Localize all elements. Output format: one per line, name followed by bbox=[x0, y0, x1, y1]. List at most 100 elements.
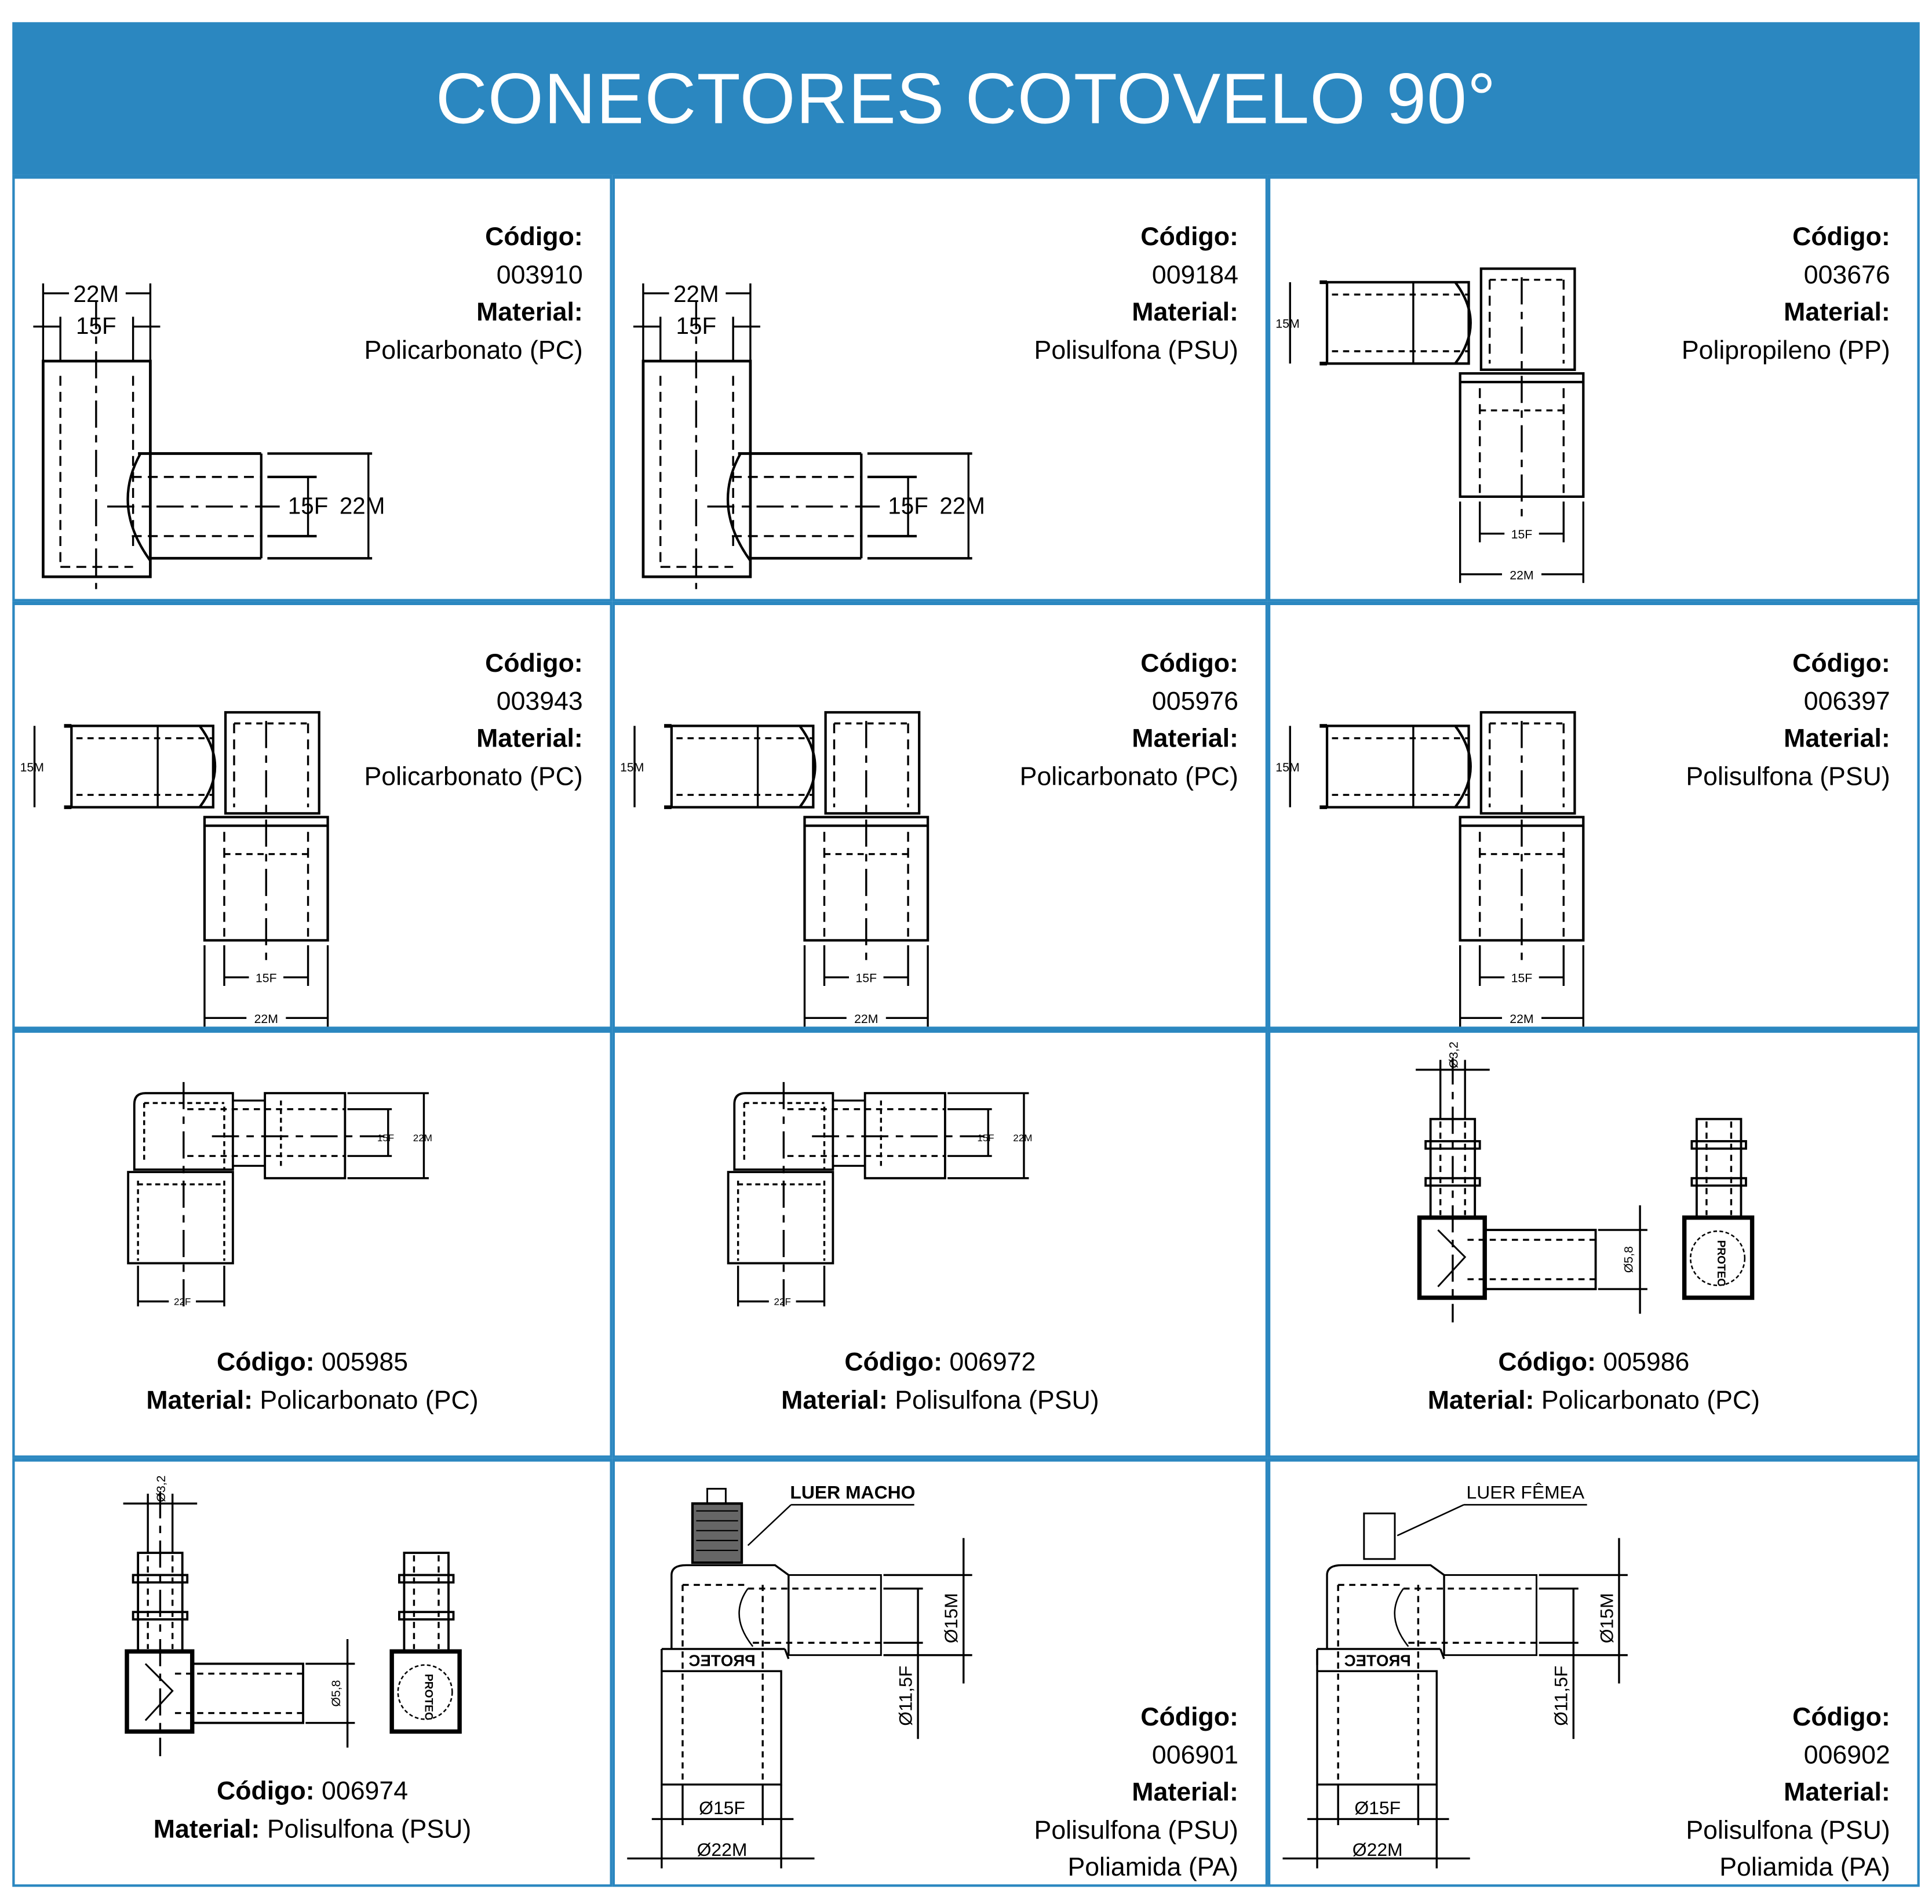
code-label: Código: bbox=[844, 1348, 942, 1377]
material-value: Poliamida (PA) bbox=[1719, 1854, 1890, 1883]
drawing-outline bbox=[398, 1611, 455, 1621]
material-label: Material: bbox=[146, 1386, 253, 1415]
drawing-outline bbox=[224, 711, 320, 815]
dimension-label: 22M bbox=[1510, 1012, 1533, 1026]
drawing-path bbox=[133, 1092, 234, 1171]
code-label: Código: bbox=[216, 1777, 315, 1806]
drawing-outline bbox=[191, 1662, 304, 1724]
dimension-label: 15F bbox=[288, 493, 329, 519]
drawing-outline bbox=[1483, 1229, 1597, 1291]
dimension-label: 15F bbox=[76, 312, 116, 339]
code-label: Código: bbox=[1792, 223, 1890, 252]
drawing-outline bbox=[691, 1502, 743, 1564]
luer-callout: LUER FÊMEA bbox=[1467, 1482, 1585, 1503]
code-value: 006972 bbox=[949, 1348, 1036, 1377]
code-value: 005976 bbox=[1151, 687, 1238, 716]
dimension-label: 15F bbox=[676, 312, 717, 339]
drawing-line bbox=[1439, 1648, 1445, 1659]
logo-text: PROTEC bbox=[422, 1674, 435, 1720]
dimension-label: Ø5,8 bbox=[329, 1680, 343, 1706]
page-title: CONECTORES COTOVELO 90° bbox=[435, 58, 1497, 139]
logo-circle bbox=[397, 1664, 453, 1720]
drawing-outline bbox=[1424, 1140, 1481, 1150]
dimension-label: Ø15F bbox=[1354, 1797, 1401, 1818]
drawing-outline bbox=[670, 725, 815, 809]
drawing-outline bbox=[661, 1670, 782, 1786]
drawing-outline bbox=[127, 1171, 234, 1265]
material-value: Polipropileno (PP) bbox=[1681, 336, 1890, 365]
material-label: Material: bbox=[476, 725, 583, 753]
logo-text: PROTEC bbox=[688, 1652, 755, 1670]
dimension-label: 22M bbox=[854, 1012, 878, 1026]
material-label: Material: bbox=[781, 1386, 888, 1415]
technical-drawing: 15M 15F 22M bbox=[620, 711, 929, 1027]
dimension-label: Ø15F bbox=[699, 1797, 745, 1818]
material-value: Polisulfona (PSU) bbox=[1686, 762, 1890, 791]
material-value: Policarbonato (PC) bbox=[1541, 1386, 1760, 1415]
dimension-label: 22M bbox=[340, 493, 385, 519]
dimension-label: 15F bbox=[1511, 527, 1533, 541]
material-value: Policarbonato (PC) bbox=[1019, 762, 1238, 791]
drawing-outline bbox=[132, 1611, 189, 1621]
drawing-path bbox=[670, 1564, 790, 1655]
drawing-outline bbox=[727, 1171, 834, 1265]
material-value: Poliamida (PA) bbox=[1067, 1854, 1238, 1883]
code-value: 006397 bbox=[1803, 687, 1890, 716]
material-value: Policarbonato (PC) bbox=[260, 1386, 479, 1415]
code-value: 009184 bbox=[1151, 260, 1238, 289]
dimension-label: 22F bbox=[174, 1297, 191, 1308]
logo-text: PROTEC bbox=[1715, 1240, 1727, 1287]
material-label: Material: bbox=[1427, 1386, 1534, 1415]
code-label: Código: bbox=[1498, 1348, 1596, 1377]
code-value: 005985 bbox=[322, 1348, 409, 1377]
header-banner: CONECTORES COTOVELO 90° bbox=[12, 22, 1920, 175]
code-value: 005986 bbox=[1603, 1348, 1690, 1377]
code-label: Código: bbox=[485, 223, 583, 252]
drawing-outline bbox=[403, 1552, 450, 1653]
drawing-outline bbox=[788, 1574, 882, 1657]
dimension-label: Ø22M bbox=[1353, 1839, 1403, 1860]
material-value: Polisulfona (PSU) bbox=[267, 1815, 472, 1844]
dimension-label: 15M bbox=[20, 760, 44, 774]
material-value: Polisulfona (PSU) bbox=[895, 1386, 1099, 1415]
drawing-outline bbox=[132, 1574, 189, 1584]
dimension-label: 15F bbox=[888, 493, 928, 519]
drawing-path bbox=[738, 1588, 754, 1647]
dimension-label: 22M bbox=[939, 493, 985, 519]
drawing-outline bbox=[1690, 1140, 1747, 1150]
drawing-path bbox=[733, 1092, 834, 1171]
dimension-label: 15M bbox=[620, 760, 644, 774]
material-value: Policarbonato (PC) bbox=[364, 762, 583, 791]
material-label: Material: bbox=[476, 298, 583, 327]
dimension-label: 15F bbox=[377, 1133, 394, 1144]
dimension-label: 15F bbox=[855, 971, 877, 985]
